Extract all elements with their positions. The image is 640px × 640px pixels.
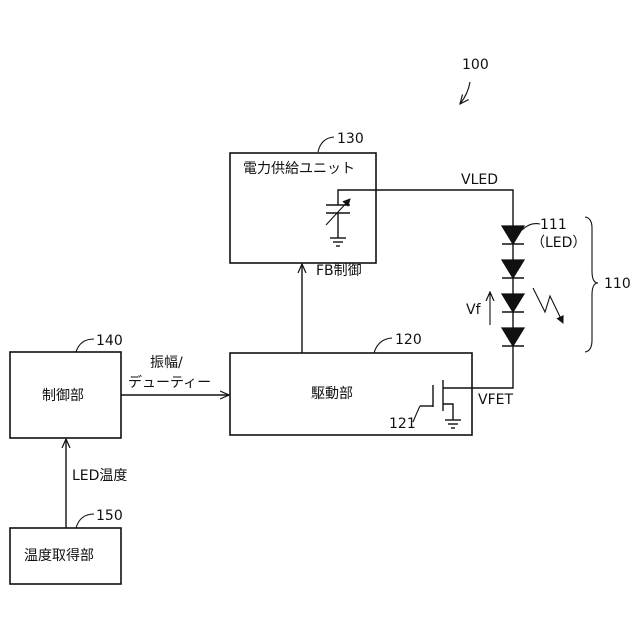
led-3 [502, 294, 524, 312]
led-group-ref: 110 [604, 276, 631, 292]
fb-control-label: FB制御 [316, 263, 362, 279]
led-ref-leader [522, 224, 540, 230]
figure-ref-arrow [460, 82, 470, 104]
power-supply-ref: 130 [337, 131, 364, 147]
temperature-acquisition-ref: 150 [96, 508, 123, 524]
led-4 [502, 328, 524, 346]
led-name: （LED） [531, 235, 586, 251]
controller-ref-leader [76, 339, 94, 352]
led-ref: 111 [540, 217, 567, 233]
temperature-acquisition-block: 温度取得部 [10, 528, 121, 584]
amplitude-label-line2: デューティー [128, 374, 211, 391]
led-group-bracket [585, 217, 598, 352]
driver-block: 駆動部 [230, 353, 472, 435]
controller-ref: 140 [96, 333, 123, 349]
led-2 [502, 260, 524, 278]
temperature-acquisition-ref-leader [76, 514, 94, 528]
driver-ref: 120 [395, 332, 422, 348]
power-supply-label: 電力供給ユニット [243, 161, 355, 177]
driver-label: 駆動部 [311, 386, 353, 402]
temperature-acquisition-label: 温度取得部 [24, 547, 94, 564]
power-supply-ref-leader [318, 137, 334, 152]
controller-block: 制御部 [10, 352, 121, 438]
amplitude-label-line1: 振幅/ [150, 355, 183, 371]
power-supply-block: 電力供給ユニット [230, 153, 376, 263]
led-string [502, 226, 524, 346]
led-1 [502, 226, 524, 244]
vfet-label: VFET [478, 392, 513, 408]
driver-ref-leader [374, 338, 392, 353]
transistor-ref: 121 [389, 416, 416, 432]
vf-label: Vf [466, 302, 482, 318]
controller-label: 制御部 [42, 388, 84, 404]
light-emission-icon [533, 288, 563, 323]
led-temperature-label: LED温度 [72, 468, 127, 484]
figure-ref-label: 100 [462, 57, 489, 73]
vled-label: VLED [461, 172, 498, 188]
